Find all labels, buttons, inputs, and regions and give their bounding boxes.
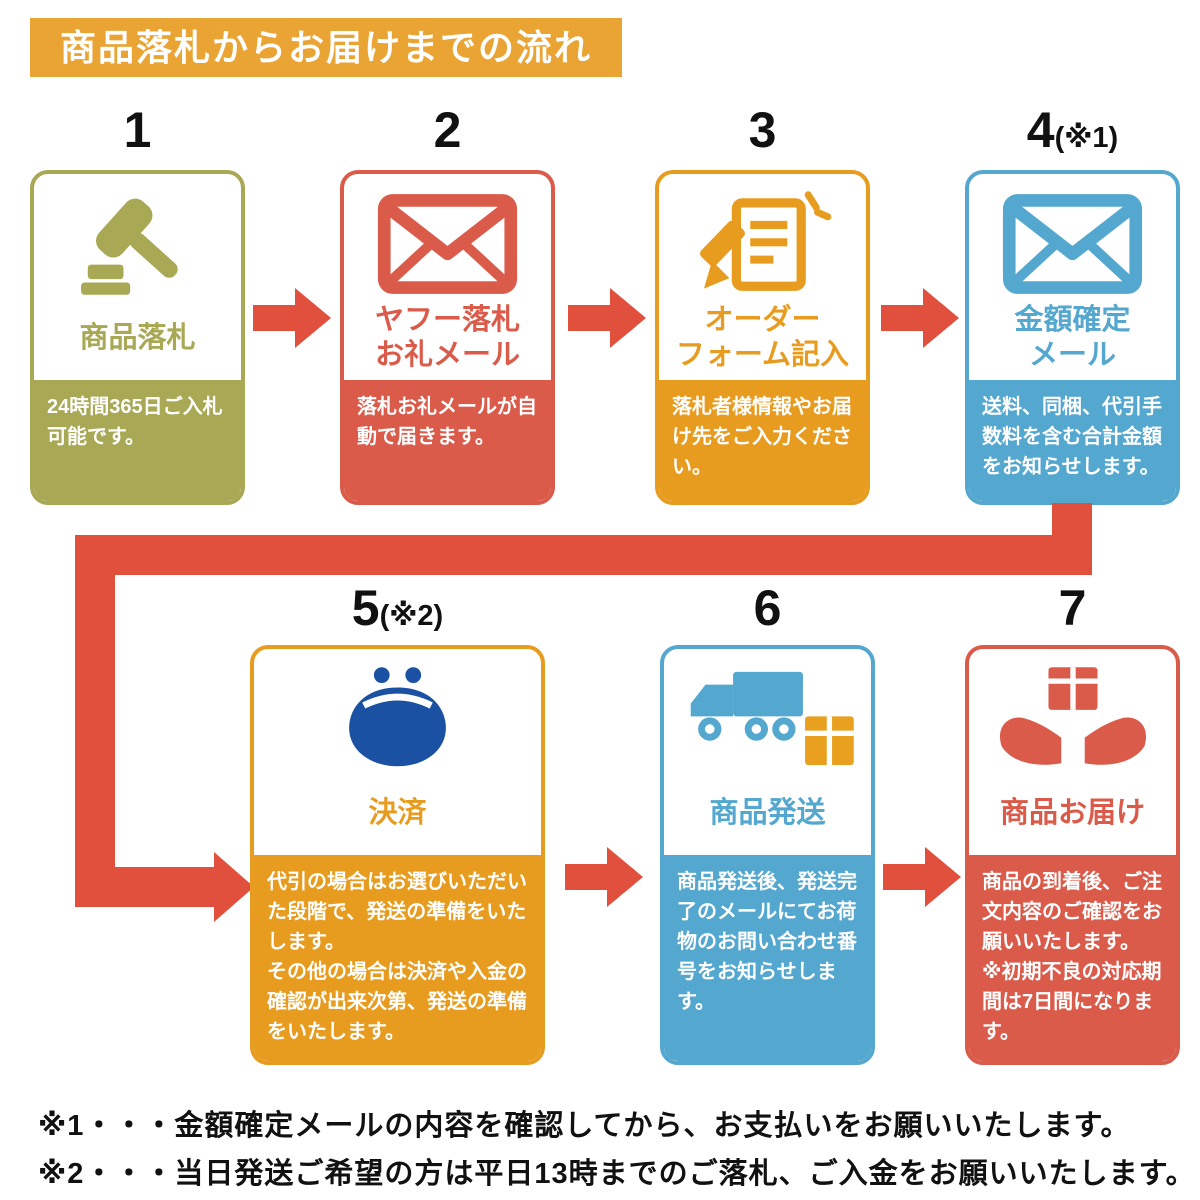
step-title: 商品落札 (79, 321, 196, 354)
step-title: 決済 (368, 796, 427, 829)
step-number-text: 7 (1058, 580, 1087, 636)
step-title: 金額確定 メール (1014, 304, 1131, 371)
step-description: 送料、同梱、代引手数料を含む合計金額をお知らせします。 (969, 380, 1176, 501)
step-number-1: 1 (30, 100, 245, 160)
step-number-text: 5 (351, 580, 380, 636)
step-description: 24時間365日ご入札可能です。 (34, 380, 241, 501)
step-number-text: 1 (123, 102, 152, 158)
arrow-head-icon (214, 852, 254, 922)
step-title: オーダー フォーム記入 (675, 304, 850, 371)
arrow-right-icon (883, 847, 961, 907)
step-card-payment: 決済 代引の場合はお選びいただいた段階で、発送の準備をいたします。 その他の場合… (250, 645, 545, 1065)
step-card-shipping: 商品発送 商品発送後、発送完了のメールにてお荷物のお問い合わせ番号をお知らせしま… (660, 645, 875, 1065)
arrow-right-icon (881, 288, 959, 348)
step-description: 商品発送後、発送完了のメールにてお荷物のお問い合わせ番号をお知らせします。 (664, 855, 871, 1061)
step-number-5: 5(※2) (250, 578, 545, 638)
step-description: 落札お礼メールが自動で届きます。 (344, 380, 551, 501)
step-card-auction-win: 商品落札 24時間365日ご入札可能です。 (30, 170, 245, 505)
delivery-hands-icon (969, 649, 1176, 775)
step-number-text: 4 (1026, 102, 1055, 158)
truck-icon (664, 649, 871, 775)
step-title: ヤフー落札 お礼メール (374, 304, 520, 371)
purse-icon (254, 649, 541, 775)
mail-icon (969, 174, 1176, 300)
step-number-2: 2 (340, 100, 555, 160)
step-card-delivery: 商品お届け 商品の到着後、ご注文内容のご確認をお願いいたします。 ※初期不良の対… (965, 645, 1180, 1065)
order-form-icon (659, 174, 866, 300)
step-card-price-mail: 金額確定 メール 送料、同梱、代引手数料を含む合計金額をお知らせします。 (965, 170, 1180, 505)
step-number-4: 4(※1) (965, 100, 1180, 160)
step-card-order-form: オーダー フォーム記入 落札者様情報やお届け先をご入力ください。 (655, 170, 870, 505)
step-card-thanks-mail: ヤフー落札 お礼メール 落札お礼メールが自動で届きます。 (340, 170, 555, 505)
step-number-note: (※2) (379, 600, 444, 632)
step-description: 商品の到着後、ご注文内容のご確認をお願いいたします。 ※初期不良の対応期間は7日… (969, 855, 1176, 1061)
step-description: 落札者様情報やお届け先をご入力ください。 (659, 380, 866, 501)
step-description: 代引の場合はお選びいただいた段階で、発送の準備をいたします。 その他の場合は決済… (254, 855, 541, 1061)
step-number-7: 7 (965, 578, 1180, 638)
arrow-right-icon (253, 288, 331, 348)
gavel-icon (34, 174, 241, 300)
step-number-text: 2 (433, 102, 462, 158)
footnote-2: ※2・・・当日発送ご希望の方は平日13時までのご落札、ご入金をお願いいたします。 (38, 1158, 1196, 1190)
step-number-text: 3 (748, 102, 777, 158)
box-icon (804, 716, 854, 766)
step-title: 商品発送 (709, 796, 826, 829)
page-title: 商品落札からお届けまでの流れ (30, 18, 623, 78)
step-title: 商品お届け (999, 796, 1145, 829)
step-number-3: 3 (655, 100, 870, 160)
step-number-note: (※1) (1054, 122, 1119, 154)
step-number-6: 6 (660, 578, 875, 638)
step-number-text: 6 (753, 580, 782, 636)
arrow-right-icon (565, 847, 643, 907)
footnote-1: ※1・・・金額確定メールの内容を確認してから、お支払いをお願いいたします。 (38, 1110, 1131, 1142)
arrow-right-icon (568, 288, 646, 348)
mail-icon (344, 174, 551, 300)
